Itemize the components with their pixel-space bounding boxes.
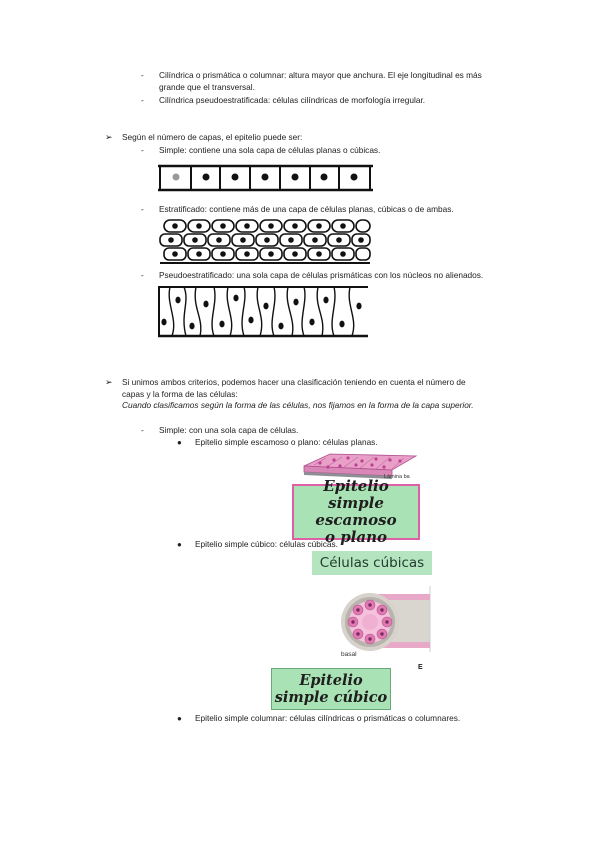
squamous-tissue-illustration bbox=[300, 452, 418, 486]
subitem-escamoso: Epitelio simple escamoso o plano: célula… bbox=[195, 437, 378, 447]
cubico-label: Epitelio simple cúbico bbox=[271, 668, 391, 710]
arrow-bullet: ➢ bbox=[105, 377, 113, 387]
text-line: Cilíndrica o prismática o columnar: altu… bbox=[159, 70, 482, 80]
list-bullet: - bbox=[141, 70, 144, 80]
list-item-cilindrica: Cilíndrica o prismática o columnar: altu… bbox=[159, 70, 482, 93]
text-line: grande que el transversal. bbox=[159, 81, 255, 92]
label-line: Epitelio bbox=[323, 477, 389, 495]
subitem-cubico: Epitelio simple cúbico: células cúbicas. bbox=[195, 539, 338, 549]
cuboidal-tube-illustration bbox=[334, 586, 436, 658]
simple-epithelium-diagram bbox=[158, 160, 373, 197]
list-bullet: - bbox=[141, 204, 144, 214]
basal-tag: basal bbox=[341, 651, 357, 658]
label-line: Epitelio bbox=[299, 672, 363, 689]
list-bullet: - bbox=[141, 145, 144, 155]
arrow-bullet: ➢ bbox=[105, 132, 113, 142]
list-bullet: - bbox=[141, 425, 144, 435]
label-line: simple escamoso bbox=[315, 494, 397, 529]
pseudostratified-epithelium-diagram bbox=[156, 284, 371, 340]
dot-bullet: ● bbox=[177, 714, 182, 723]
label-line: o plano bbox=[324, 528, 388, 546]
text-line: Si unimos ambos criterios, podemos hacer… bbox=[122, 377, 466, 387]
list-item-pseudoestratificada: Cilíndrica pseudoestratificada: células … bbox=[159, 95, 426, 105]
item-estratificado: Estratificado: contiene más de una capa … bbox=[159, 204, 454, 214]
lamina-tag: Lámina ba bbox=[384, 474, 410, 480]
figure-letter: E bbox=[418, 664, 423, 671]
item-simple: Simple: contiene una sola capa de célula… bbox=[159, 145, 381, 155]
dot-bullet: ● bbox=[177, 540, 182, 549]
item-pseudoestratificado: Pseudoestratificado: una sola capa de cé… bbox=[159, 270, 484, 280]
dot-bullet: ● bbox=[177, 438, 182, 447]
stratified-epithelium-diagram bbox=[158, 218, 373, 268]
list-bullet: - bbox=[141, 270, 144, 280]
label-line: simple cúbico bbox=[274, 689, 388, 706]
celulas-cubicas-header: Células cúbicas bbox=[312, 551, 432, 575]
capas-intro: Según el número de capas, el epitelio pu… bbox=[122, 132, 303, 142]
subitem-columnar: Epitelio simple columnar: células cilínd… bbox=[195, 713, 461, 723]
escamoso-label: Epitelio simple escamoso o plano bbox=[292, 478, 420, 546]
item-simple-capa: Simple: con una sola capa de células. bbox=[159, 425, 299, 435]
italic-note: Cuando clasificamos según la forma de la… bbox=[122, 400, 474, 410]
list-bullet: - bbox=[141, 95, 144, 105]
text-line: capas y la forma de las células: bbox=[122, 388, 238, 399]
criterios-paragraph: Si unimos ambos criterios, podemos hacer… bbox=[122, 377, 474, 412]
